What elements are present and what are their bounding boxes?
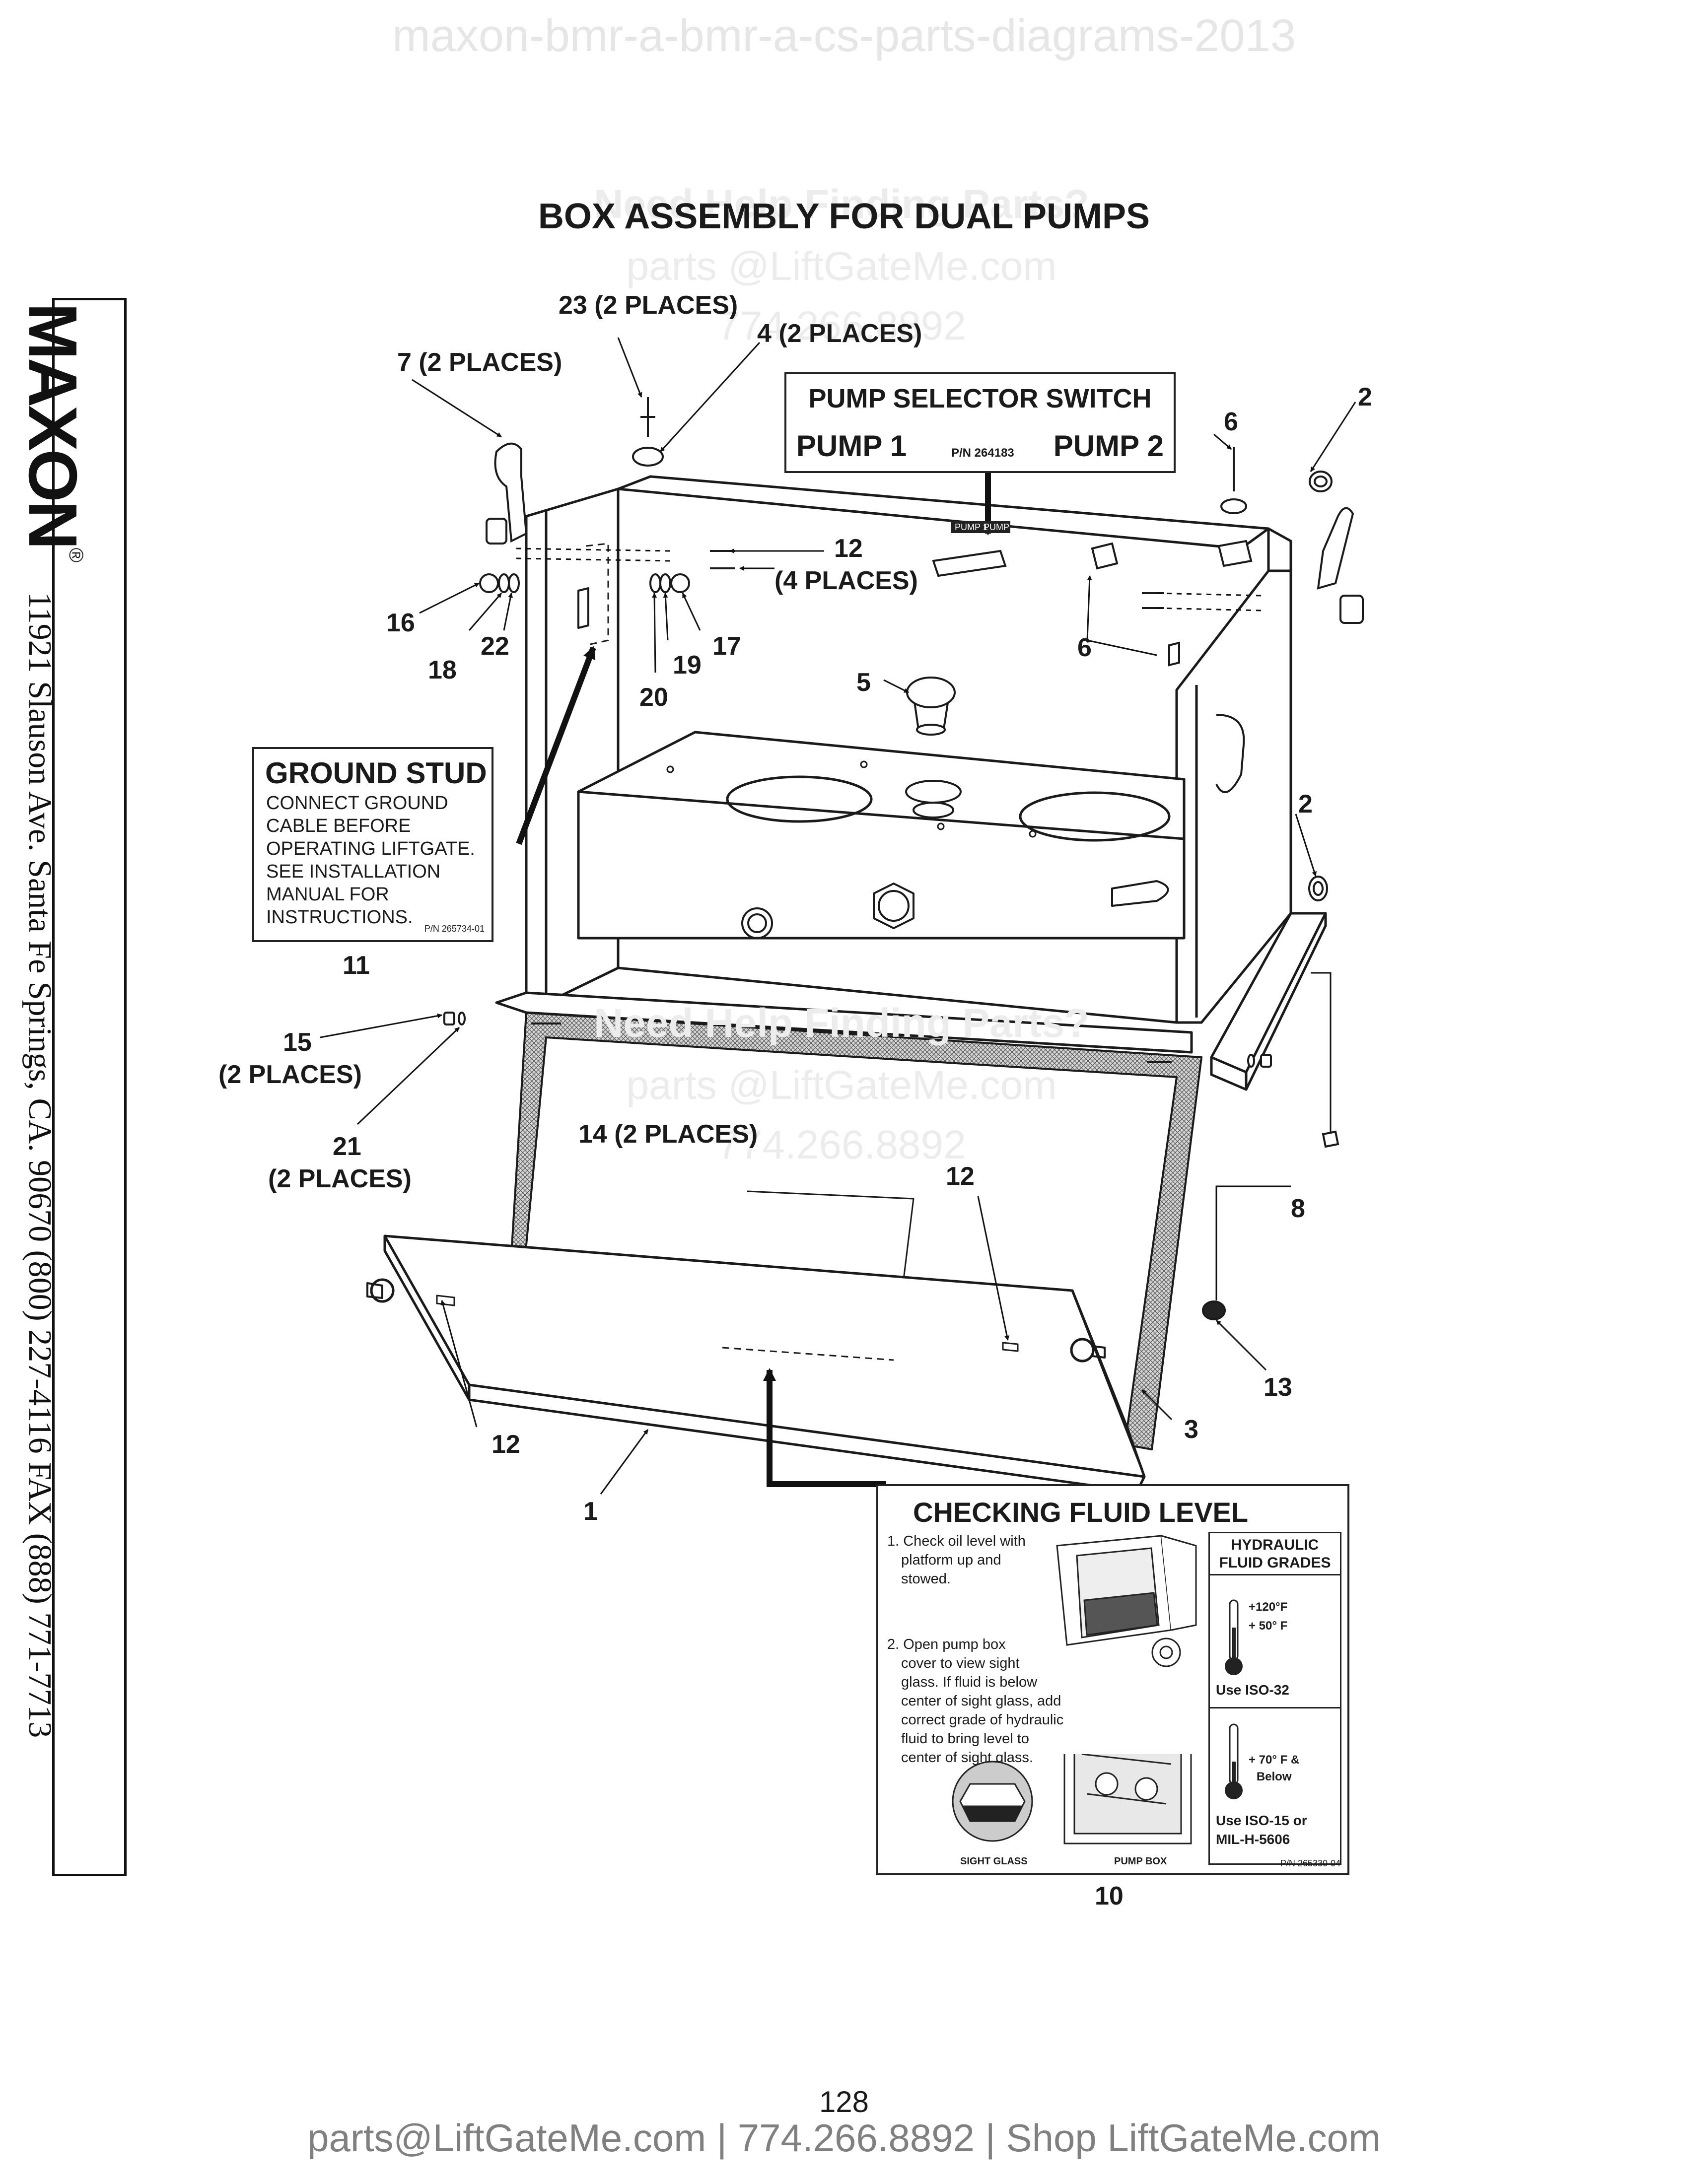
checking-fluid-level-decal: CHECKING FLUID LEVEL 1. Check oil level … (876, 1484, 1349, 1875)
callout-15: 15 (283, 1028, 312, 1057)
right-mount-bracket (1210, 912, 1327, 1091)
callout-13: 13 (1264, 1373, 1292, 1402)
front-door-panel (366, 1234, 1146, 1493)
callout-12-bottom: 12 (492, 1430, 520, 1459)
ground-stud-decal: GROUND STUD CONNECT GROUND CABLE BEFORE … (252, 747, 493, 942)
plug-part-13 (1202, 1300, 1226, 1320)
callout-17: 17 (712, 632, 741, 661)
fluid-level-title: CHECKING FLUID LEVEL (913, 1497, 1249, 1528)
watermark-help-heading-mid: Need Help Finding Parts? (594, 1001, 1089, 1046)
grade-2-use: Use ISO-15 or MIL-H-5606 (1216, 1813, 1307, 1847)
pump-selector-title: PUMP SELECTOR SWITCH (808, 384, 1152, 413)
pump-selector-decal: PUMP SELECTOR SWITCH PUMP 1 PUMP 2 P/N 2… (784, 372, 1176, 473)
callout-3: 3 (1184, 1415, 1198, 1444)
grade-1-range: +120°F + 50° F (1249, 1600, 1288, 1633)
callout-11: 11 (343, 951, 370, 980)
callout-23: 23 (2 PLACES) (559, 291, 738, 320)
washer-part-4 (632, 447, 664, 467)
thermometer-icon (1225, 1599, 1243, 1675)
pump-selector-mini-decal: PUMP 1 PUMP 2 (951, 521, 1010, 543)
fluid-grades-panel: HYDRAULIC FLUID GRADES +120°F + 50° F Us… (1208, 1532, 1341, 1865)
hardware-group-left (479, 573, 520, 593)
watermark-phone-top: 774.266.8892 (717, 303, 966, 348)
nut-part-15 (443, 1012, 455, 1025)
callout-21-places: (2 PLACES) (268, 1164, 412, 1193)
pump-housing (577, 731, 1186, 940)
callout-21: 21 (333, 1132, 361, 1161)
sight-glass-pump-box-illustration (952, 1754, 1192, 1844)
callout-6-mid: 6 (1077, 633, 1092, 662)
callout-14: 14 (2 PLACES) (578, 1120, 758, 1149)
callout-2-top: 2 (1358, 383, 1372, 411)
screw-part-23 (640, 397, 655, 437)
pump-selector-part-number: P/N 264183 (951, 446, 1014, 460)
callout-12-places: (4 PLACES) (774, 566, 918, 595)
ground-stud-title: GROUND STUD (265, 756, 487, 790)
cover-hinge-rail (495, 991, 1193, 1054)
grade-1-use: Use ISO-32 (1216, 1682, 1289, 1698)
bumper-part-8 (1322, 1130, 1339, 1148)
callout-6-top: 6 (1224, 408, 1238, 436)
callout-1: 1 (583, 1497, 598, 1526)
callout-2-mid: 2 (1298, 790, 1313, 819)
sidebar-frame (52, 298, 127, 1876)
grade-2-range: + 70° F & Below (1249, 1753, 1300, 1783)
callout-15-places: (2 PLACES) (218, 1060, 362, 1089)
ground-stud-instructions: CONNECT GROUND CABLE BEFORE OPERATING LI… (266, 793, 475, 928)
callout-12-top: 12 (834, 534, 863, 563)
callout-5: 5 (856, 668, 871, 697)
watermark-help-heading-top: Need Help Finding Parts? (594, 182, 1089, 227)
fluid-step-1: 1. Check oil level with platform up and … (887, 1533, 1026, 1587)
callout-7: 7 (2 PLACES) (397, 348, 563, 377)
page-number: 128 (819, 2085, 869, 2118)
ground-stud-part-number: P/N 265734-01 (424, 924, 485, 934)
pump-box-caption: PUMP BOX (1114, 1856, 1167, 1867)
fluid-step-2: 2. Open pump box cover to view sight gla… (887, 1637, 1064, 1766)
breather-cap-part-5 (906, 677, 956, 736)
washer-part-4-right (1220, 498, 1247, 514)
fluid-grades-title: HYDRAULIC FLUID GRADES (1219, 1537, 1331, 1571)
latch-right (1317, 507, 1364, 624)
callout-12-right: 12 (946, 1162, 975, 1191)
callout-16: 16 (386, 609, 415, 637)
switch-bracket (932, 549, 1007, 577)
watermark-email-top: parts @LiftGateMe.com (626, 244, 1057, 289)
fluid-label-part-number: P/N 265330-04 (1280, 1858, 1340, 1868)
hardware-group-mid (649, 573, 690, 593)
pump-1-label: PUMP 1 (796, 429, 907, 463)
latch-left (486, 442, 528, 545)
footer-contact[interactable]: parts@LiftGateMe.com | 774.266.8892 | Sh… (307, 2116, 1381, 2160)
sight-glass-caption: SIGHT GLASS (960, 1856, 1028, 1867)
watermark-email-mid: parts @LiftGateMe.com (626, 1063, 1057, 1108)
page-title: BOX ASSEMBLY FOR DUAL PUMPS (538, 197, 1150, 236)
callout-18: 18 (428, 656, 457, 684)
callout-8: 8 (1291, 1194, 1305, 1223)
callout-20: 20 (639, 683, 668, 712)
callout-4: 4 (2 PLACES) (757, 319, 922, 348)
callout-19: 19 (673, 651, 702, 680)
stowed-platform-illustration (1056, 1535, 1197, 1667)
watermark-phone-mid: 774.266.8892 (717, 1122, 966, 1167)
thermometer-icon-2 (1225, 1723, 1243, 1799)
callout-22: 22 (481, 632, 509, 661)
switch-mount-part-6 (1091, 542, 1119, 570)
watermark-document-id: maxon-bmr-a-bmr-a-cs-parts-diagrams-2013 (392, 10, 1296, 61)
pump-2-label: PUMP 2 (1053, 429, 1164, 463)
callout-10: 10 (1095, 1882, 1124, 1911)
